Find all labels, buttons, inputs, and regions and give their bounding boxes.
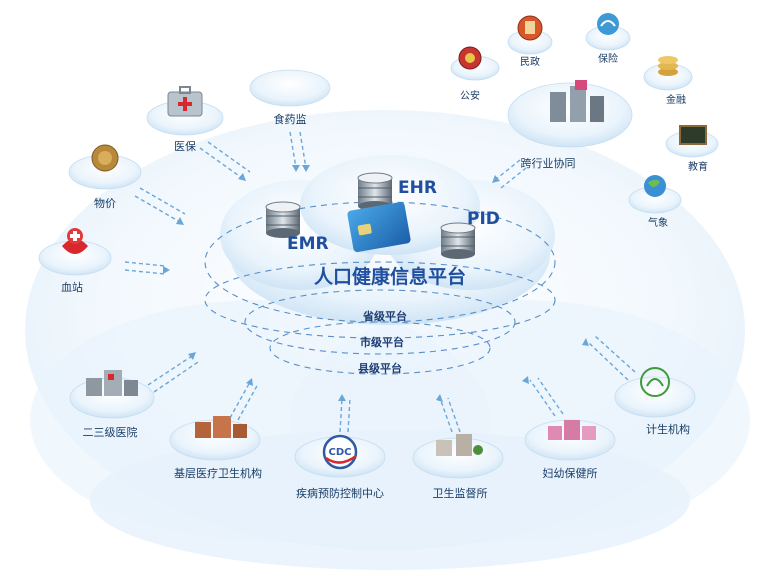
emr-label: EMR	[287, 234, 329, 254]
insurance-icon	[597, 13, 619, 35]
node-price: 物价	[94, 197, 116, 210]
node-food-drug: 食药监	[273, 113, 307, 126]
node-medical-insurance: 医保	[174, 140, 196, 153]
node-civil-affairs: 民政	[520, 57, 540, 68]
node-health-supervision: 卫生监督所	[432, 487, 488, 500]
node-insurance: 保险	[598, 54, 618, 65]
platform-title: 人口健康信息平台	[313, 266, 467, 288]
node-primary-care: 基层医疗卫生机构	[174, 467, 262, 480]
weather-globe-icon	[644, 175, 666, 197]
supervision-buildings-icon	[436, 434, 483, 456]
hospital-buildings-icon	[86, 370, 138, 396]
cdc-logo-icon: CDC	[322, 434, 358, 470]
maternal-buildings-icon	[548, 420, 596, 440]
police-badge-icon	[458, 46, 482, 70]
tier-provincial: 省级平台	[363, 310, 407, 323]
database-icon	[265, 201, 301, 238]
pid-label: PID	[467, 209, 500, 229]
blood-station-icon	[62, 228, 88, 254]
arrow-heads	[163, 165, 589, 402]
node-cdc: 疾病预防控制中心	[296, 487, 384, 500]
finance-coins-icon	[658, 56, 678, 76]
family-planning-logo-icon	[640, 367, 670, 397]
node-police: 公安	[460, 91, 480, 102]
tier-county: 县级平台	[358, 362, 402, 375]
database-icon	[440, 222, 476, 259]
ehr-label: EHR	[398, 178, 437, 198]
connector-arrows	[124, 131, 636, 433]
node-blood-station: 血站	[61, 281, 83, 294]
price-coin-icon	[91, 144, 119, 172]
health-card-icon	[347, 201, 411, 253]
civil-affairs-icon	[517, 15, 543, 41]
education-board-icon	[679, 125, 707, 145]
servers-icon	[550, 80, 604, 122]
cdc-logo-text: CDC	[329, 447, 352, 458]
node-hospitals: 二三级医院	[82, 426, 138, 439]
clinic-buildings-icon	[195, 416, 247, 438]
node-weather: 气象	[648, 218, 668, 229]
tier-city: 市级平台	[360, 336, 404, 349]
node-family-planning: 计生机构	[646, 423, 690, 436]
node-finance: 金融	[666, 95, 686, 106]
medical-kit-icon	[167, 86, 203, 117]
cross-industry-label: 跨行业协同	[520, 157, 576, 170]
node-maternal-child: 妇幼保健所	[542, 467, 598, 480]
node-education: 教育	[688, 162, 708, 173]
